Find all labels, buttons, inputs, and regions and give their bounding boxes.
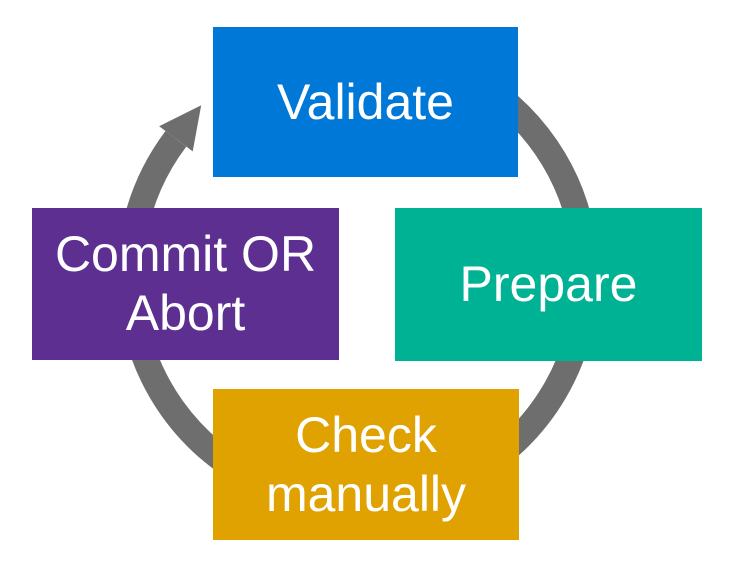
step-validate-label: Validate (277, 73, 454, 130)
step-check-manually: Check manually (213, 389, 519, 540)
step-check-manually-label: Check manually (265, 406, 467, 522)
step-commit-or-abort-label: Commit OR Abort (54, 226, 317, 341)
cycle-arrowhead-icon (159, 105, 202, 152)
step-prepare: Prepare (395, 208, 702, 361)
step-prepare-label: Prepare (459, 256, 638, 312)
step-validate: Validate (213, 27, 518, 177)
step-commit-or-abort: Commit OR Abort (32, 208, 339, 360)
